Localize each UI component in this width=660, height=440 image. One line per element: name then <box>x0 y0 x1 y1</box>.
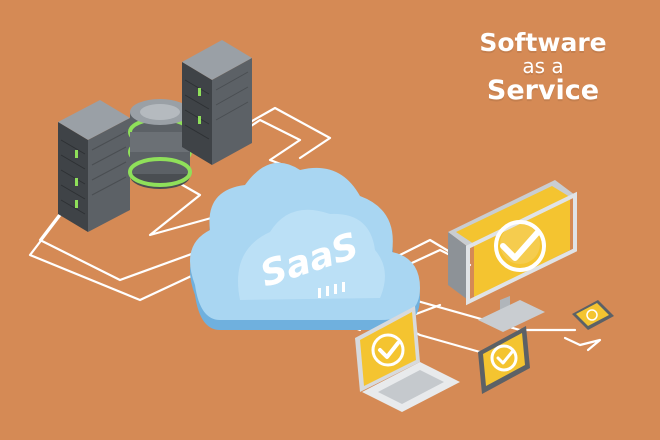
headline-line-3: Service <box>486 75 600 107</box>
smartphone-icon <box>572 300 614 330</box>
monitor-icon <box>448 180 577 332</box>
database-stack <box>128 99 192 189</box>
cloud-icon: SaaS <box>190 162 420 330</box>
headline-line-2: as a <box>522 54 564 79</box>
checkmark-icon <box>496 350 514 365</box>
wire-left-server-cloud <box>38 188 232 282</box>
wire-database-cloud <box>148 173 242 237</box>
wire-left-server-cloud-2 <box>28 198 217 302</box>
server-rack-left <box>58 100 130 232</box>
checkmark-icon <box>378 341 400 359</box>
headline: Software as a Service <box>468 28 618 107</box>
tablet-icon <box>478 326 530 394</box>
wire-right-server-cloud-2 <box>243 106 332 160</box>
laptop-icon <box>355 306 460 412</box>
wire-phone-cable <box>563 336 602 352</box>
headline-line-1: Software <box>479 28 607 57</box>
checkmark-icon <box>500 229 541 261</box>
server-rack-right <box>182 40 252 165</box>
